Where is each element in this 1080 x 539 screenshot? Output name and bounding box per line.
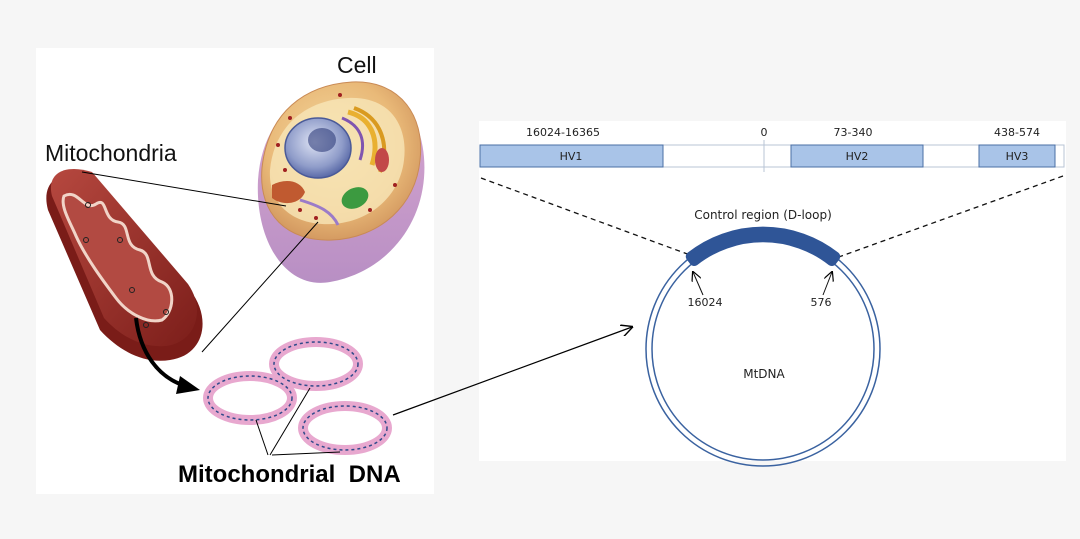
segment-hv2 — [790, 144, 924, 168]
segment-hv2-range: 73-340 — [834, 126, 873, 139]
mitochondria-pointer-line — [81, 171, 287, 207]
dna-ring-1 — [203, 371, 297, 425]
control-region-title: Control region (D-loop) — [694, 208, 832, 222]
control-region-diagram-panel — [479, 121, 1066, 461]
cell-graphic — [257, 81, 425, 283]
cell-label: Cell — [337, 52, 377, 78]
cell-to-dna-line — [201, 221, 319, 353]
mtdna-ring-outer — [645, 231, 881, 467]
origin-label: 0 — [761, 126, 768, 139]
dna-ring-3 — [298, 401, 392, 455]
segment-hv1-label: HV1 — [560, 150, 583, 163]
projection-line-right — [835, 175, 1064, 259]
segment-hv1-range: 16024-16365 — [526, 126, 600, 139]
mitochondrion-graphic — [46, 169, 203, 361]
end-pointer — [822, 272, 832, 296]
dloop-arc — [685, 226, 841, 267]
dna-pointer-line-3 — [271, 451, 341, 456]
mitochondrial-dna-label: Mitochondrial DNA — [178, 461, 401, 488]
dna-ring-2 — [269, 337, 363, 391]
projection-line-left — [480, 177, 691, 256]
start-position-label: 16024 — [688, 296, 723, 309]
end-position-label: 576 — [811, 296, 832, 309]
mtdna-label: MtDNA — [743, 367, 785, 381]
dna-pointer-line-1 — [255, 419, 269, 456]
dna-pointer-line-2 — [269, 387, 311, 456]
curved-arrow — [134, 317, 187, 388]
segment-hv3-label: HV3 — [1006, 150, 1029, 163]
start-pointer — [693, 272, 704, 296]
mitochondria-label: Mitochondria — [45, 140, 177, 166]
curved-arrow-head — [176, 376, 200, 394]
segment-hv3-range: 438-574 — [994, 126, 1040, 139]
segment-bar — [479, 140, 1065, 172]
link-arrow — [392, 327, 632, 416]
segment-hv1 — [479, 144, 664, 168]
segment-hv3 — [978, 144, 1056, 168]
segment-hv2-label: HV2 — [846, 150, 869, 163]
mtdna-ring-inner — [651, 237, 875, 461]
